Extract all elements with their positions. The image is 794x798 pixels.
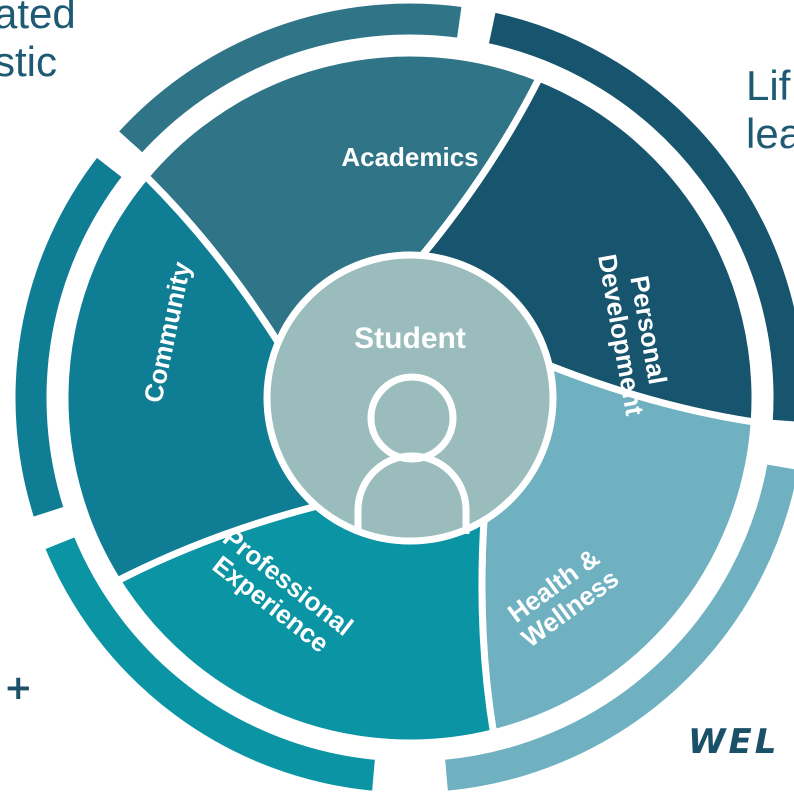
outer-arc-professional-experience bbox=[36, 528, 383, 798]
plus-mark: + bbox=[4, 668, 33, 708]
corner-text-top-left: ated stic bbox=[0, 0, 76, 85]
center-circle bbox=[263, 251, 557, 545]
outer-arc-community bbox=[8, 148, 132, 526]
outer-arc-health-wellness bbox=[437, 456, 794, 798]
center-label: Student bbox=[354, 322, 466, 355]
outer-ring bbox=[8, 0, 794, 798]
outer-arc-personal-development bbox=[480, 4, 794, 429]
corner-text-top-right: Lif lea bbox=[746, 62, 794, 157]
brand-text: WEL bbox=[688, 722, 780, 762]
person-icon bbox=[354, 373, 470, 534]
outer-arc-academics bbox=[109, 0, 470, 163]
segment-label-academics: Academics bbox=[341, 142, 478, 172]
